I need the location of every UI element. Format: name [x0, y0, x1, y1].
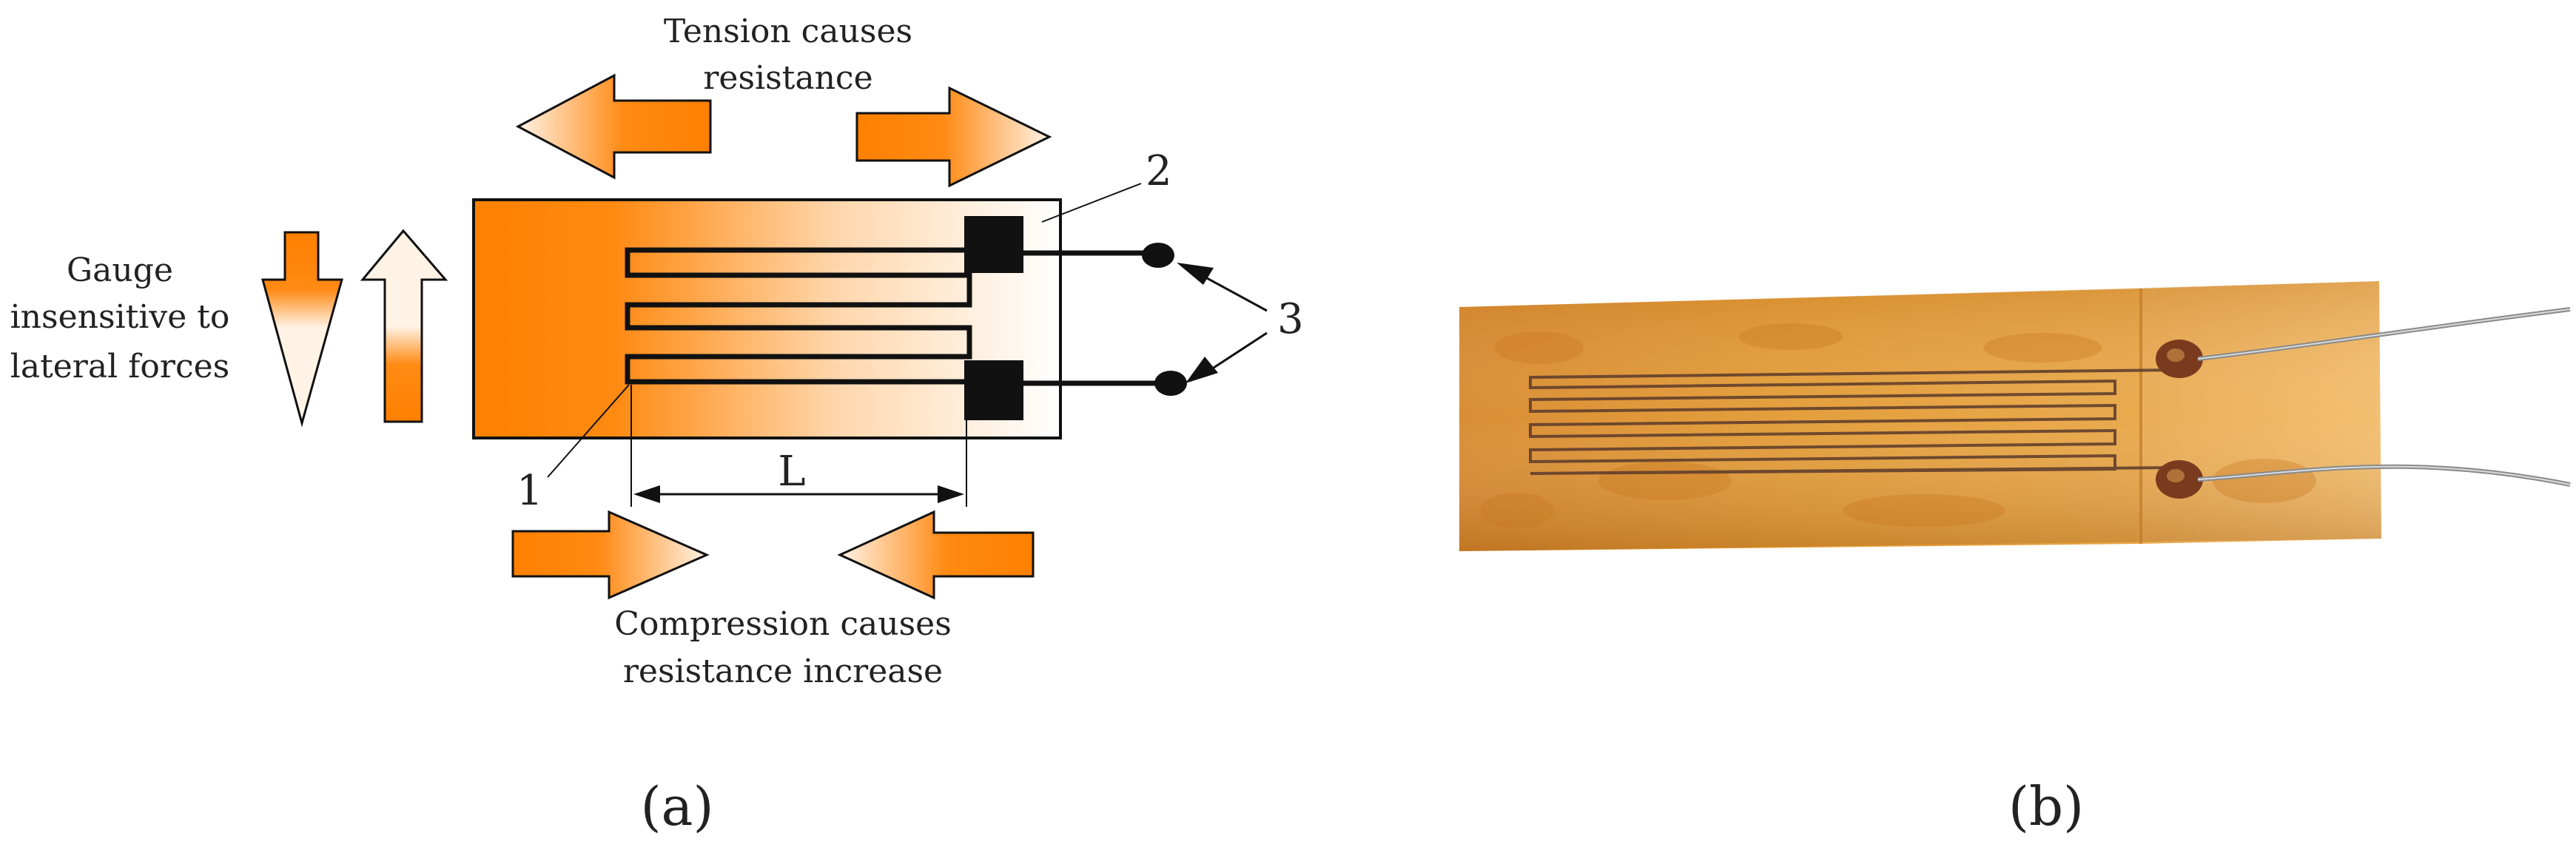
compression-arrow-left [837, 510, 1035, 600]
length-dimension: L [630, 385, 967, 507]
caption-b: (b) [2008, 775, 2084, 838]
callout-leads: 3 [1177, 263, 1304, 383]
tension-arrow-right [855, 86, 1052, 188]
solder-pad-top [964, 216, 1023, 273]
compression-arrows [511, 510, 1035, 600]
panel-a-schematic: Tension causes resistance Gauge insensit… [10, 13, 1304, 838]
callout-3-label: 3 [1277, 295, 1304, 343]
lateral-arrows [261, 229, 448, 428]
compression-arrow-right [511, 510, 710, 600]
tension-label-line-1: Tension causes [664, 13, 912, 50]
lateral-label-line-1: Gauge [67, 252, 173, 289]
photo-gauge-grid [1529, 368, 2176, 475]
length-label: L [778, 448, 805, 496]
callout-2-label: 2 [1146, 147, 1172, 195]
tension-arrows [515, 73, 1052, 188]
lateral-label-line-2: insensitive to [10, 298, 230, 336]
lead-terminal-bottom [1154, 371, 1187, 396]
gauge-grid [625, 247, 972, 385]
panel-b-photo: (b) [1456, 265, 2571, 838]
tension-arrow-left [515, 73, 712, 180]
caption-a: (a) [640, 775, 713, 838]
solder-pad-bottom [964, 360, 1023, 420]
compression-label-line-2: resistance increase [623, 653, 943, 690]
callout-grid: 1 [517, 384, 630, 515]
lateral-label-line-3: lateral forces [10, 348, 229, 385]
compression-label-line-1: Compression causes [614, 605, 952, 643]
lateral-arrow-up [360, 229, 448, 423]
lateral-arrow-down [261, 231, 343, 428]
callout-backing: 2 [1041, 147, 1172, 223]
lead-terminal-top [1142, 243, 1174, 268]
gauge-backing [472, 198, 1062, 439]
tension-label-line-2: resistance [703, 59, 872, 97]
callout-1-label: 1 [517, 467, 543, 515]
